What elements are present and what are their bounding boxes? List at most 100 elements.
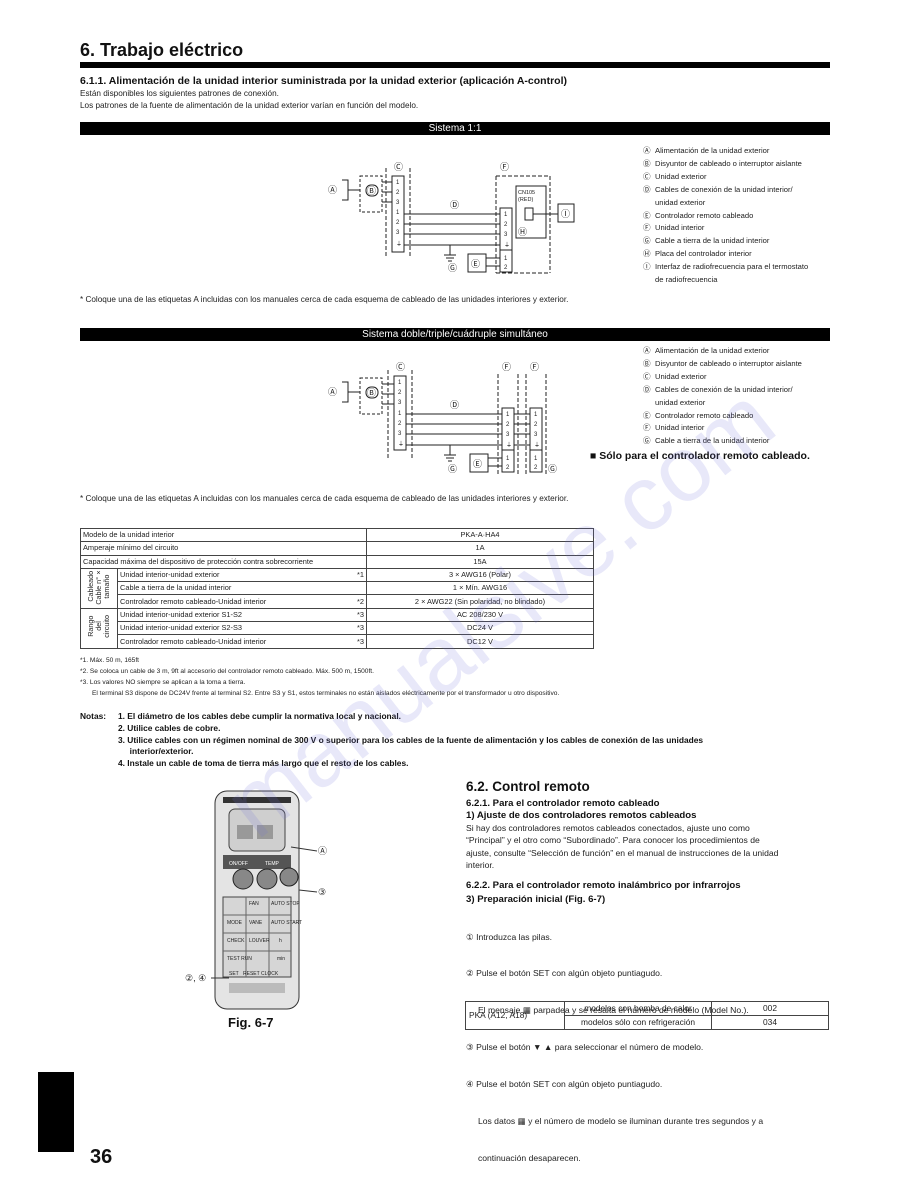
label-f: Ⓕ (500, 162, 509, 172)
system1-bar: Sistema 1:1 (80, 122, 830, 135)
svg-text:TEMP: TEMP (265, 861, 280, 867)
svg-text:⏚: ⏚ (396, 241, 402, 248)
section-621-title: 6.2.1. Para el controlador remoto cablea… (466, 798, 660, 809)
svg-text:1: 1 (398, 411, 402, 417)
label-e: Ⓔ (471, 259, 480, 269)
svg-text:MODE: MODE (227, 920, 243, 926)
callout-3: ③ (318, 887, 326, 897)
svg-text:min: min (277, 956, 285, 962)
svg-text:ON/OFF: ON/OFF (229, 861, 248, 867)
note-item: 1. El diámetro de los cables debe cumpli… (118, 711, 401, 721)
svg-text:2: 2 (506, 465, 510, 471)
svg-text:3: 3 (534, 432, 538, 438)
table-row: modelos sólo con refrigeración 034 (466, 1015, 829, 1030)
svg-text:3: 3 (504, 232, 508, 238)
notes-label: Notas: (80, 711, 107, 721)
title-rule (80, 62, 830, 68)
svg-text:2: 2 (534, 422, 538, 428)
footnote: *2. Se coloca un cable de 3 m, 9ft al ac… (80, 668, 374, 675)
intro-line: Están disponibles los siguientes patrone… (80, 89, 279, 98)
svg-text:2: 2 (504, 222, 508, 228)
note-item: 2. Utilice cables de cobre. (118, 723, 221, 733)
label-i: Ⓘ (561, 209, 570, 219)
page-number: 36 (90, 1146, 113, 1168)
table-row: PKA (A12, A18) modelos con bomba de calo… (465, 1001, 829, 1030)
label-h: Ⓗ (518, 227, 527, 237)
svg-text:1: 1 (504, 256, 508, 262)
svg-text:3: 3 (396, 230, 400, 236)
group-wiring-label: Cableado Cable n°× tamaño (86, 568, 111, 605)
note-item: 3. Utilice cables con un régimen nominal… (118, 735, 704, 745)
subsection-title: 6.1.1. Alimentación de la unidad interio… (80, 75, 567, 87)
svg-text:2: 2 (396, 190, 400, 196)
callout-2-4: ②, ④ (185, 973, 206, 983)
label-f: Ⓕ (502, 362, 511, 372)
section-title: 6. Trabajo eléctrico (80, 40, 244, 60)
svg-text:(RED): (RED) (518, 197, 533, 203)
table-row: Unidad interior-unidad exterior S2-S3*3 … (81, 621, 594, 636)
svg-text:3: 3 (396, 200, 400, 206)
wireless-remote-figure: FAN AUTO STOP MODE VANE AUTO START CHECK… (185, 790, 327, 1010)
svg-text:CLOCK: CLOCK (261, 971, 279, 977)
svg-text:RESET: RESET (243, 971, 260, 977)
callout-a: Ⓐ (318, 846, 327, 856)
section-622a-title: 3) Preparación inicial (Fig. 6-7) (466, 894, 606, 905)
footnote: *3. Los valores NO siempre se aplican a … (80, 679, 246, 686)
system2-note: * Coloque una de las etiquetas A incluid… (80, 494, 569, 503)
setup-steps: ① Introduzca las pilas. ② Pulse el botón… (466, 931, 764, 1163)
svg-text:1: 1 (504, 212, 508, 218)
note-item: 4. Instale un cable de toma de tierra má… (118, 758, 409, 768)
label-f2: Ⓕ (530, 362, 539, 372)
wired-remote-highlight: ■ Sólo para el controlador remoto cablea… (590, 450, 810, 462)
label-c: Ⓒ (394, 162, 403, 172)
svg-text:⏚: ⏚ (398, 441, 404, 448)
svg-text:3: 3 (398, 400, 402, 406)
label-g2: Ⓖ (548, 464, 557, 474)
footnote: El terminal S3 dispone de DC24V frente a… (92, 690, 560, 697)
svg-text:SET: SET (229, 971, 239, 977)
svg-text:h: h (279, 938, 282, 944)
svg-text:VANE: VANE (249, 920, 263, 926)
svg-text:CHECK: CHECK (227, 938, 245, 944)
svg-text:⏚: ⏚ (504, 242, 510, 249)
label-a: Ⓐ (328, 387, 337, 397)
svg-text:CN105: CN105 (518, 190, 535, 196)
label-e: Ⓔ (473, 459, 482, 469)
svg-text:1: 1 (534, 456, 538, 462)
section-62-title: 6.2. Control remoto (466, 779, 590, 794)
svg-text:3: 3 (398, 431, 402, 437)
note-item: interior/exterior. (118, 746, 194, 756)
label-a: Ⓐ (328, 185, 337, 195)
table-row: Controlador remoto cableado-Unidad inter… (81, 594, 594, 609)
svg-text:FAN: FAN (249, 901, 259, 907)
svg-text:AUTO START: AUTO START (271, 920, 302, 926)
svg-text:1: 1 (506, 412, 510, 418)
svg-text:2: 2 (398, 421, 402, 427)
section-621-paragraph: Si hay dos controladores remotos cablead… (466, 823, 779, 870)
svg-text:1: 1 (396, 180, 400, 186)
label-b: Ⓑ (367, 388, 376, 398)
label-b: Ⓑ (367, 186, 376, 196)
table-row: Rango del circuito Unidad interior-unida… (80, 607, 594, 649)
svg-text:3: 3 (506, 432, 510, 438)
page-tab-marker (38, 1072, 74, 1152)
svg-text:1: 1 (534, 412, 538, 418)
svg-text:2: 2 (398, 390, 402, 396)
svg-text:2: 2 (396, 220, 400, 226)
figure-caption: Fig. 6-7 (228, 1015, 274, 1030)
label-c: Ⓒ (396, 362, 405, 372)
model-number-table: PKA (A12, A18) modelos con bomba de calo… (465, 1001, 829, 1030)
svg-text:TEST RUN: TEST RUN (227, 956, 252, 962)
svg-text:LOUVER: LOUVER (249, 938, 270, 944)
label-g: Ⓖ (448, 263, 457, 273)
svg-text:⏚: ⏚ (506, 442, 512, 449)
table-row: Capacidad máxima del dispositivo de prot… (80, 554, 594, 569)
system2-bar: Sistema doble/triple/cuádruple simultáne… (80, 328, 830, 341)
table-row: Cable a tierra de la unidad interior 1 ×… (81, 581, 594, 596)
svg-text:2: 2 (534, 465, 538, 471)
